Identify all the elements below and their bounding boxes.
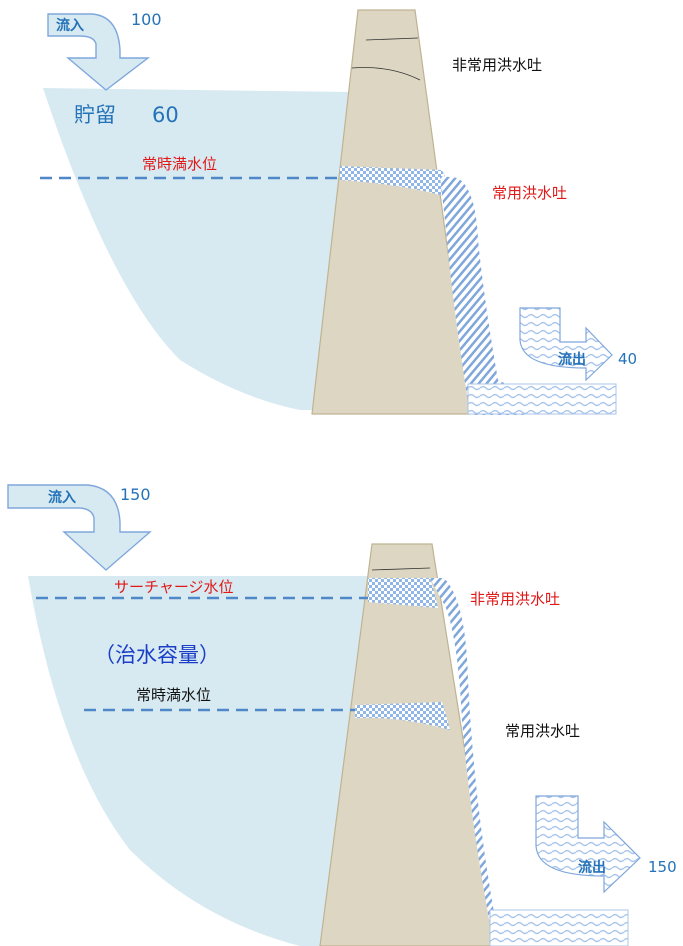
top-emergency-spillway-label: 非常用洪水吐 bbox=[452, 56, 542, 74]
top-inflow-value: 100 bbox=[131, 10, 162, 29]
bottom-reservoir-water bbox=[28, 576, 370, 946]
bottom-emergency-spillway-conduit bbox=[368, 578, 438, 608]
top-outflow-label: 流出 bbox=[558, 351, 586, 368]
top-outflow-value: 40 bbox=[618, 350, 637, 368]
top-storage-value: 60 bbox=[152, 103, 179, 127]
bottom-dam-body bbox=[319, 543, 497, 946]
bottom-regular-spillway-label: 常用洪水吐 bbox=[505, 722, 580, 740]
top-dam-crest-line bbox=[365, 37, 419, 41]
bottom-inflow-arrow bbox=[7, 484, 152, 571]
bottom-normal-water-level-label: 常時満水位 bbox=[136, 686, 211, 704]
bottom-outflow-value: 150 bbox=[648, 858, 677, 876]
bottom-surcharge-level-label: サーチャージ水位 bbox=[114, 578, 234, 596]
bottom-emergency-spillway-label: 非常用洪水吐 bbox=[470, 590, 560, 608]
top-inflow-arrow bbox=[47, 13, 151, 91]
bottom-inflow-label: 流入 bbox=[48, 489, 76, 506]
bottom-outflow-arrow bbox=[535, 795, 641, 894]
top-reservoir-water bbox=[43, 88, 352, 410]
top-dam-gate-line bbox=[351, 67, 421, 81]
bottom-outflow-label: 流出 bbox=[578, 859, 606, 876]
bottom-downstream-water bbox=[489, 909, 629, 946]
bottom-flood-capacity-label: （治水容量） bbox=[94, 643, 220, 667]
bottom-inflow-value: 150 bbox=[120, 485, 151, 504]
top-diagram: 流入 100 貯留 60 常時満水位 非常用洪水吐 常用洪水吐 流出 40 bbox=[40, 9, 637, 415]
top-storage-label: 貯留 bbox=[74, 103, 116, 127]
top-inflow-label: 流入 bbox=[56, 17, 84, 34]
top-downstream-water bbox=[467, 383, 617, 415]
top-normal-water-level-label: 常時満水位 bbox=[142, 155, 217, 173]
top-outflow-arrow bbox=[519, 307, 613, 382]
bottom-diagram: 流入 150 サーチャージ水位 （治水容量） 常時満水位 非常用洪水吐 常用洪水… bbox=[7, 484, 677, 946]
bottom-dam-crest-line bbox=[371, 567, 431, 571]
bottom-regular-spillway-conduit bbox=[355, 702, 450, 730]
top-regular-spillway-label: 常用洪水吐 bbox=[492, 184, 567, 202]
top-regular-spillway-conduit bbox=[340, 166, 450, 196]
top-spillway-discharge bbox=[440, 176, 524, 415]
